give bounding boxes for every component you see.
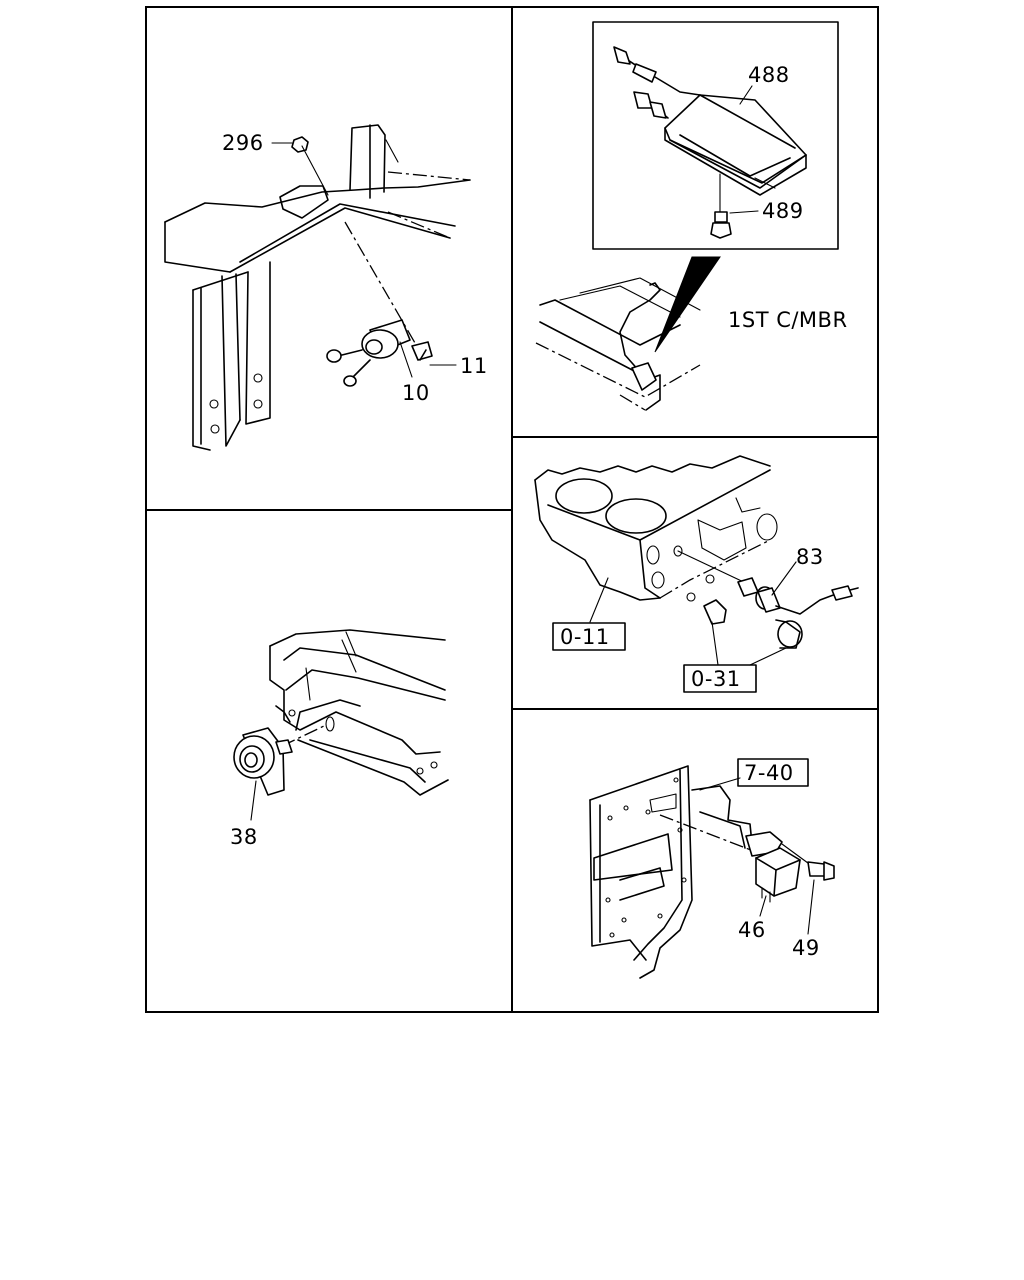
- detail-pointer: [654, 256, 721, 353]
- switch-assembly: [326, 221, 433, 387]
- callout-10: 10: [402, 381, 430, 405]
- callout-49: 49: [792, 936, 820, 960]
- callout-11: 11: [460, 354, 488, 378]
- mounting-panel-illustration: [589, 765, 753, 979]
- panel-frame-switch: 296 11 10: [164, 124, 488, 451]
- crossmember-illustration: [535, 277, 701, 411]
- callout-leaders: [271, 142, 457, 378]
- panel-frame-mount: 38: [230, 629, 449, 849]
- callout-488: 488: [748, 63, 790, 87]
- mount-38: [233, 727, 293, 796]
- relay-46: [659, 814, 801, 903]
- detail-inset-box: [592, 21, 839, 250]
- frame-crossmember-illustration: [164, 124, 471, 451]
- frame-rail-illustration: [269, 629, 449, 796]
- panel-engine-sensor: 83 0-11 0-31: [534, 455, 859, 693]
- callout-489: 489: [762, 199, 804, 223]
- engine-block-illustration: [534, 455, 778, 602]
- reference-box-0-11: [552, 622, 626, 651]
- location-label-1st-cmbr: 1ST C/MBR: [728, 308, 848, 332]
- bolt-49: [781, 843, 835, 881]
- reference-7-40: 7-40: [744, 761, 794, 785]
- callout-leaders-relay: [699, 777, 815, 935]
- callout-leaders-engine: [589, 561, 797, 666]
- callout-46: 46: [738, 918, 766, 942]
- screw-489: [710, 173, 732, 239]
- panel-module-crossmember: 488 489 1ST C/MBR: [535, 21, 848, 411]
- callout-38: 38: [230, 825, 258, 849]
- callout-296: 296: [222, 131, 264, 155]
- nut-296: [291, 136, 309, 153]
- plug-0-31: [703, 599, 803, 649]
- callout-83: 83: [796, 545, 824, 569]
- reference-box-0-31: [683, 664, 757, 693]
- module-488: [613, 46, 807, 196]
- reference-0-31: 0-31: [691, 667, 741, 691]
- reference-0-11: 0-11: [560, 625, 610, 649]
- panel-grid: [145, 6, 879, 1013]
- reference-box-7-40: [737, 758, 809, 787]
- sensor-83: [677, 550, 859, 615]
- panel-relay-bracket: 7-40 46 49: [589, 758, 835, 979]
